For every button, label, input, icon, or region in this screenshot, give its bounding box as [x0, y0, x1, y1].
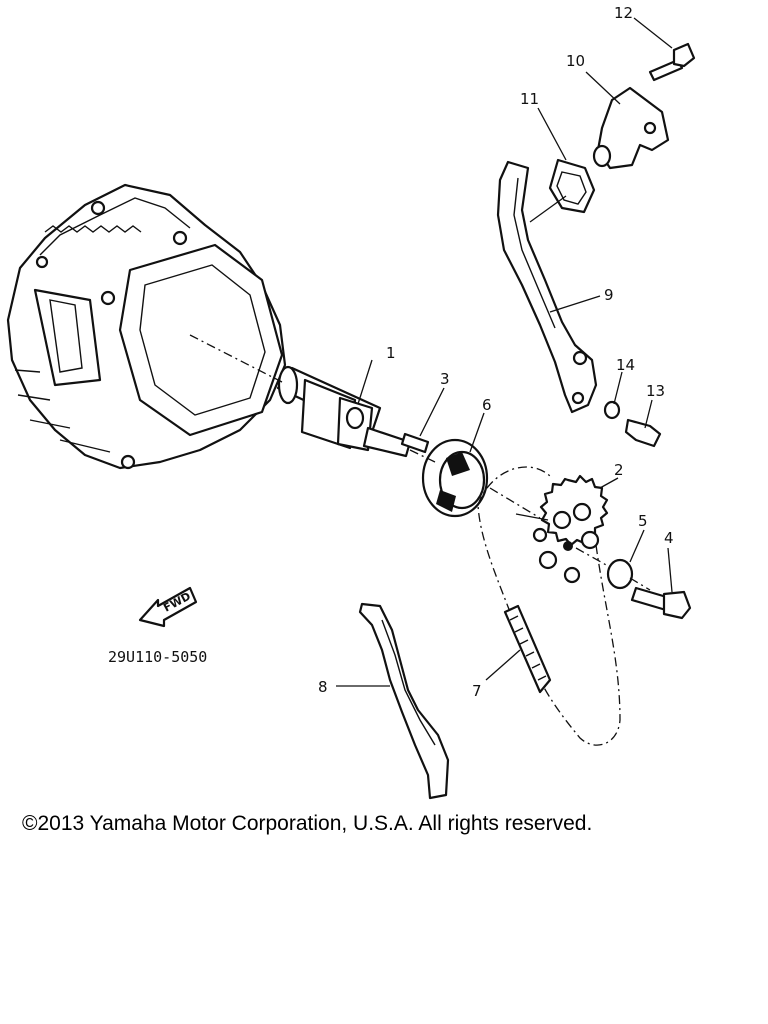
cylinder-head: [6, 183, 287, 470]
callout-1: 1: [386, 344, 396, 362]
washer: [606, 558, 634, 590]
gasket: [548, 158, 596, 214]
guide-bolt: [624, 418, 662, 448]
callout-10: 10: [566, 52, 585, 70]
cam-chain: [477, 466, 621, 746]
callout-14: 14: [616, 356, 635, 374]
tensioner-guide: [496, 160, 598, 414]
tensioner-bolt: [648, 42, 696, 82]
callout-7: 7: [472, 682, 482, 700]
callout-11: 11: [520, 90, 539, 108]
sprocket-bolt: [630, 586, 692, 620]
callout-5: 5: [638, 512, 648, 530]
callout-12: 12: [614, 4, 633, 22]
cam-sprocket: [532, 474, 609, 584]
diagram-code: 29U110-5050: [108, 648, 207, 666]
camshaft: [276, 365, 412, 458]
forward-arrow-icon: FWD: [138, 586, 198, 628]
callout-8: 8: [318, 678, 328, 696]
callout-4: 4: [664, 529, 674, 547]
callout-9: 9: [604, 286, 614, 304]
chain-tensioner: [592, 86, 670, 170]
callout-6: 6: [482, 396, 492, 414]
callout-2: 2: [614, 461, 624, 479]
assembly-axis: [189, 334, 651, 591]
dowel-pin: [400, 432, 430, 454]
guide-washer: [603, 400, 621, 420]
callout-3: 3: [440, 370, 450, 388]
chain-guide: [358, 602, 450, 800]
callout-13: 13: [646, 382, 665, 400]
leader-lines: [336, 17, 673, 687]
decompressor-cam: [421, 438, 489, 518]
copyright-notice: ©2013 Yamaha Motor Corporation, U.S.A. A…: [22, 812, 593, 835]
